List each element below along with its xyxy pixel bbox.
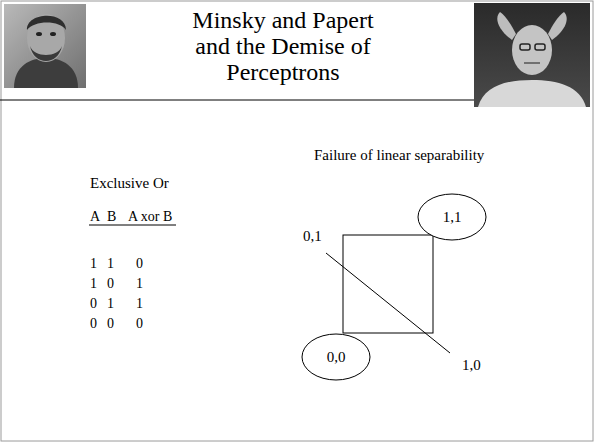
point-label: 0,0: [327, 350, 346, 365]
table-cell: 1: [90, 277, 97, 291]
corner-label: 1,0: [462, 358, 481, 373]
table-cell: 0: [90, 297, 97, 311]
section-heading: Exclusive Or: [90, 176, 169, 191]
header-underline: [89, 225, 176, 226]
table-cell: 1: [107, 297, 114, 311]
figure-heading: Failure of linear separability: [314, 148, 484, 163]
corner-label: 0,1: [303, 229, 322, 244]
table-header: B: [107, 210, 116, 224]
point-label: 1,1: [443, 210, 462, 225]
table-cell: 1: [107, 257, 114, 271]
header-rule: [0, 100, 474, 101]
circled-point: 1,1: [417, 193, 487, 241]
table-cell: 1: [90, 257, 97, 271]
table-header: A: [90, 210, 100, 224]
table-header: A xor B: [128, 210, 172, 224]
table-cell: 1: [136, 277, 143, 291]
table-cell: 0: [107, 317, 114, 331]
portrait-photo: [4, 4, 86, 88]
table-cell: 0: [136, 257, 143, 271]
unit-square: [343, 235, 433, 333]
table-cell: 1: [136, 297, 143, 311]
portrait-photo: [474, 3, 590, 107]
circled-point: 0,0: [301, 333, 371, 381]
table-cell: 0: [107, 277, 114, 291]
table-cell: 0: [136, 317, 143, 331]
slide-title: Minsky and Papert and the Demise of Perc…: [178, 8, 388, 86]
table-cell: 0: [90, 317, 97, 331]
